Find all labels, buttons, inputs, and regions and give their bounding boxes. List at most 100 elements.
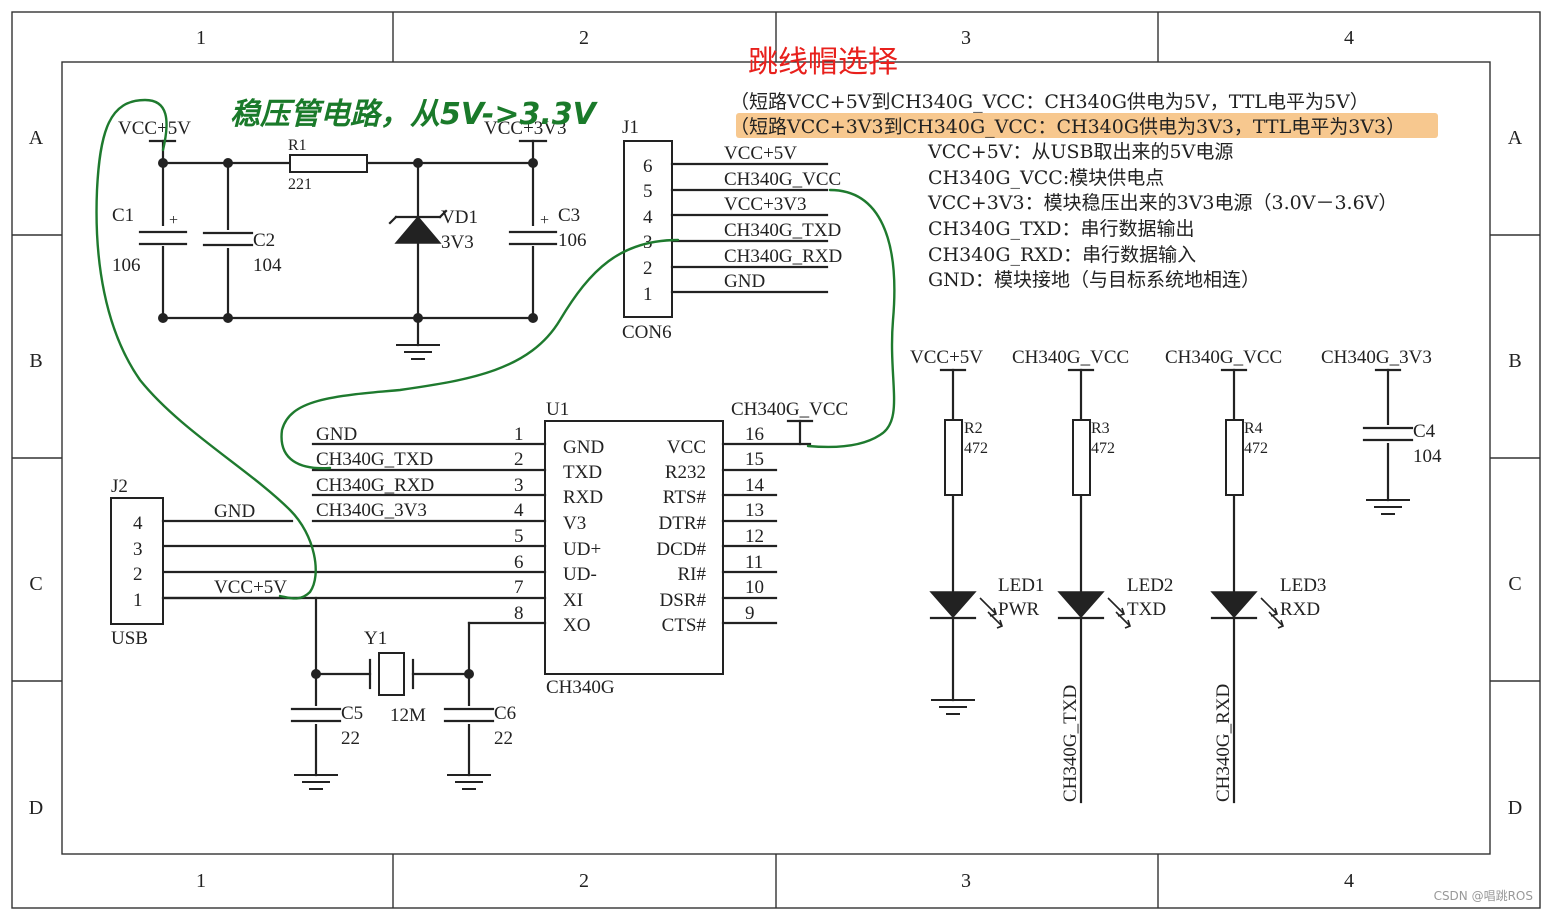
j1-net-1: GND bbox=[724, 271, 765, 292]
col-label-top-3: 3 bbox=[961, 27, 971, 49]
led-circuit: VCC+5V CH340G_VCC CH340G_VCC CH340G_3V3 … bbox=[910, 347, 1442, 804]
j2-name: USB bbox=[111, 628, 148, 649]
u1-pin-name-dcd: DCD# bbox=[656, 539, 706, 560]
col-label-top-1: 1 bbox=[196, 27, 206, 49]
regulator-circuit: VCC+5V VCC+3V3 R1 221 + C1 106 bbox=[112, 118, 587, 360]
c3-ref: C3 bbox=[558, 205, 580, 226]
c2-value: 104 bbox=[253, 255, 282, 276]
u1-pin-name-vcc: VCC bbox=[667, 437, 706, 458]
u1-left-net-3: CH340G_RXD bbox=[316, 475, 434, 496]
row-label-right-b: B bbox=[1508, 350, 1521, 372]
chip-u1: U1 CH340G CH340G_VCC GND CH340G_TXD CH34… bbox=[161, 399, 848, 698]
u1-name: CH340G bbox=[546, 677, 615, 698]
u1-pin-7: 7 bbox=[514, 577, 524, 598]
col-label-bottom-4: 4 bbox=[1344, 870, 1354, 892]
connector-j2-usb: J2 USB 4 3 2 1 GND VCC+5V bbox=[110, 476, 302, 649]
u1-left-net-2: CH340G_TXD bbox=[316, 449, 433, 470]
u1-pin-2: 2 bbox=[514, 449, 524, 470]
j1-pin-6: 6 bbox=[643, 156, 653, 177]
r2-ref: R2 bbox=[964, 420, 983, 437]
u1-pin-8: 8 bbox=[514, 603, 524, 624]
led1-name: PWR bbox=[998, 599, 1040, 620]
led-net-vcc5v: VCC+5V bbox=[910, 347, 983, 368]
r3-value: 472 bbox=[1091, 440, 1115, 457]
led-net-ch340g-vcc-2: CH340G_VCC bbox=[1165, 347, 1282, 368]
c3-value: 106 bbox=[558, 230, 587, 251]
r4-ref: R4 bbox=[1244, 420, 1263, 437]
led3-net-rxd: CH340G_RXD bbox=[1213, 684, 1234, 802]
j2-pin-4: 4 bbox=[133, 513, 143, 534]
u1-supply-net: CH340G_VCC bbox=[731, 399, 848, 420]
col-label-top-2: 2 bbox=[579, 27, 589, 49]
note-line-7: CH340G_RXD：串行数据输入 bbox=[928, 244, 1196, 266]
r2-value: 472 bbox=[964, 440, 988, 457]
row-label-right-c: C bbox=[1508, 573, 1521, 595]
j2-pin-3: 3 bbox=[133, 539, 143, 560]
u1-pin-11: 11 bbox=[745, 552, 763, 573]
crystal-circuit: Y1 12M C5 22 C6 22 bbox=[290, 596, 516, 790]
u1-pin-name-r232: R232 bbox=[665, 462, 706, 483]
j2-net-vcc5v: VCC+5V bbox=[214, 577, 287, 598]
u1-pin-name-udp: UD+ bbox=[563, 539, 601, 560]
r4-value: 472 bbox=[1244, 440, 1268, 457]
c1-ref: C1 bbox=[112, 205, 134, 226]
u1-pin-name-ri: RI# bbox=[678, 564, 707, 585]
r3-ref: R3 bbox=[1091, 420, 1110, 437]
ink-loop-regulator bbox=[95, 98, 317, 600]
u1-pin-12: 12 bbox=[745, 526, 764, 547]
net-label-vcc3v3-reg: VCC+3V3 bbox=[484, 118, 567, 139]
y1-value: 12M bbox=[390, 705, 426, 726]
u1-pin-name-dtr: DTR# bbox=[659, 513, 707, 534]
net-label-vcc5v-reg: VCC+5V bbox=[118, 118, 191, 139]
j1-pin-2: 2 bbox=[643, 258, 653, 279]
u1-left-net-1: GND bbox=[316, 424, 357, 445]
u1-pin-name-udm: UD- bbox=[563, 564, 597, 585]
c5-ref: C5 bbox=[341, 703, 363, 724]
u1-pin-3: 3 bbox=[514, 475, 524, 496]
j1-pin-1: 1 bbox=[643, 284, 653, 305]
u1-pin-name-gnd: GND bbox=[563, 437, 604, 458]
j2-pin-2: 2 bbox=[133, 564, 143, 585]
led2-name: TXD bbox=[1127, 599, 1166, 620]
note-line-5: VCC+3V3：模块稳压出来的3V3电源（3.0V－3.6V） bbox=[927, 192, 1397, 214]
u1-pin-name-v3: V3 bbox=[563, 513, 586, 534]
u1-pin-name-rts: RTS# bbox=[663, 487, 707, 508]
u1-pin-name-dsr: DSR# bbox=[660, 590, 707, 611]
u1-pin-1: 1 bbox=[514, 424, 524, 445]
u1-pin-15: 15 bbox=[745, 449, 764, 470]
row-label-left-c: C bbox=[29, 573, 42, 595]
resistor-r1 bbox=[289, 154, 368, 173]
row-label-left-d: D bbox=[29, 797, 43, 819]
c1-value: 106 bbox=[112, 255, 141, 276]
c2-ref: C2 bbox=[253, 230, 275, 251]
j1-net-5: CH340G_VCC bbox=[724, 169, 841, 190]
c1-plus: + bbox=[169, 212, 178, 229]
note-highlight bbox=[736, 113, 1438, 138]
j1-ref: J1 bbox=[622, 117, 639, 138]
jumper-title: 跳线帽选择 bbox=[748, 45, 898, 80]
col-label-bottom-2: 2 bbox=[579, 870, 589, 892]
j2-ref: J2 bbox=[111, 476, 128, 497]
u1-ref: U1 bbox=[546, 399, 569, 420]
r1-value: 221 bbox=[288, 176, 312, 193]
u1-pin-name-xo: XO bbox=[563, 615, 590, 636]
col-label-bottom-3: 3 bbox=[961, 870, 971, 892]
c3-plus: + bbox=[540, 212, 549, 229]
row-label-right-a: A bbox=[1508, 127, 1523, 149]
note-line-2: （短路VCC+3V3到CH340G_VCC：CH340G供电为3V3，TTL电平… bbox=[730, 116, 1405, 138]
j1-net-2: CH340G_RXD bbox=[724, 246, 842, 267]
led-net-ch340g-vcc-1: CH340G_VCC bbox=[1012, 347, 1129, 368]
handwritten-annotations: 稳压管电路，从5V->3.3V bbox=[95, 97, 896, 600]
row-label-right-d: D bbox=[1508, 797, 1522, 819]
j1-net-4: VCC+3V3 bbox=[724, 194, 807, 215]
j1-pin-4: 4 bbox=[643, 207, 653, 228]
led1-ref: LED1 bbox=[998, 575, 1044, 596]
j1-net-6: VCC+5V bbox=[724, 143, 797, 164]
u1-pin-4: 4 bbox=[514, 500, 524, 521]
u1-pin-name-cts: CTS# bbox=[662, 615, 707, 636]
note-line-1: （短路VCC+5V到CH340G_VCC：CH340G供电为5V，TTL电平为5… bbox=[730, 91, 1369, 113]
j1-pin-5: 5 bbox=[643, 181, 653, 202]
u1-pin-5: 5 bbox=[514, 526, 524, 547]
connector-j1: J1 CON6 6 5 4 3 2 1 VCC+5V CH340G_VCC VC… bbox=[622, 117, 842, 343]
u1-pin-14: 14 bbox=[745, 475, 765, 496]
